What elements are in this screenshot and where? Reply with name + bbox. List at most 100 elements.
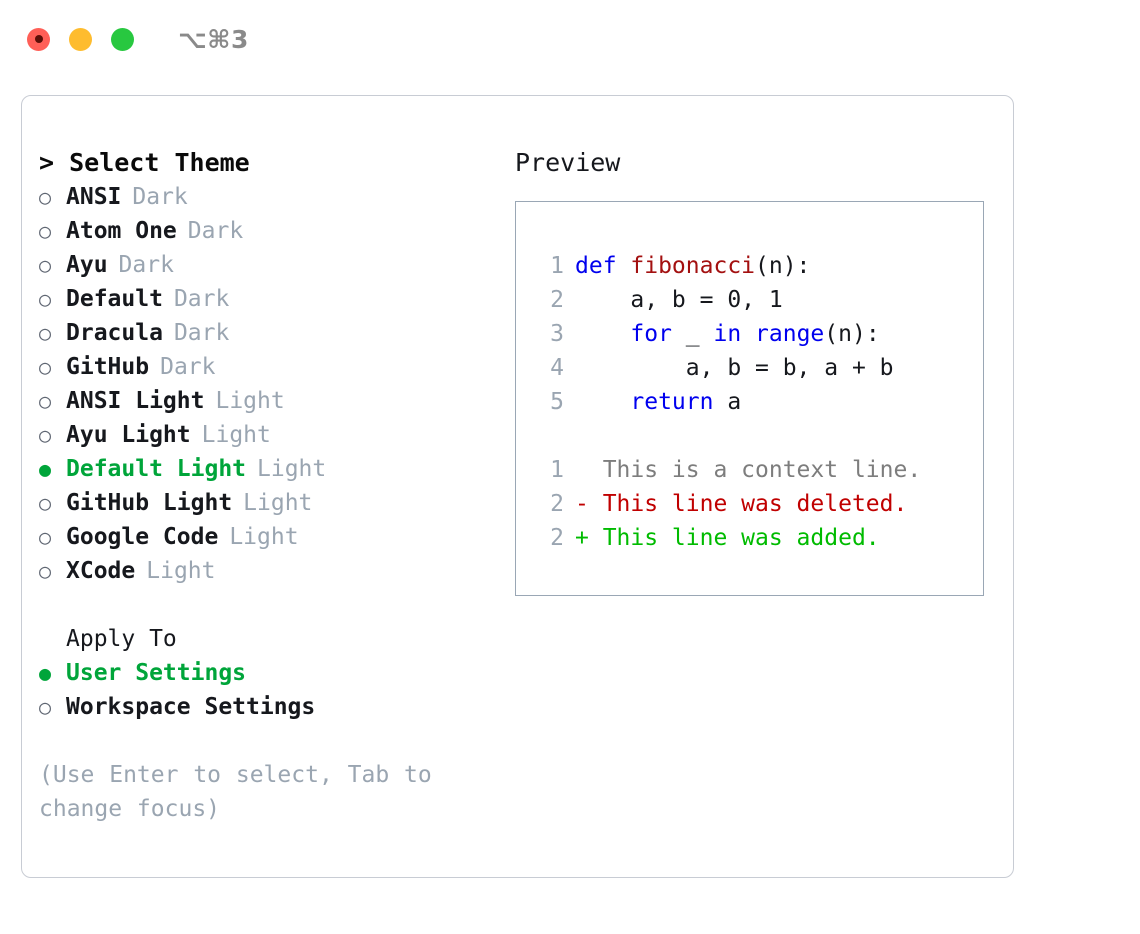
line-content: def fibonacci(n): [575,249,810,283]
theme-variant: Dark [173,320,230,346]
code-token: This is a context line. [575,457,922,483]
line-number: 2 [550,287,564,313]
line-content: a, b = b, a + b [575,351,894,385]
theme-row[interactable]: ○ Default Dark [39,282,502,316]
theme-row[interactable]: ○ XCode Light [39,554,502,588]
theme-row[interactable]: ○ GitHub Light Light [39,486,502,520]
close-icon [34,35,43,43]
radio-unselected-icon[interactable]: ○ [39,355,52,379]
maximize-button[interactable] [111,27,134,51]
radio-unselected-icon[interactable]: ○ [39,695,52,719]
apply-to-option[interactable]: ● User Settings [39,656,502,690]
apply-to-list[interactable]: ● User Settings ○ Workspace Settings [39,656,502,724]
line-content: return a [575,385,741,419]
theme-row[interactable]: ● Default Light Light [39,452,502,486]
apply-to-option-label: Workspace Settings [66,694,316,720]
list-spacer [39,588,502,622]
theme-name: Dracula [66,320,163,346]
radio-unselected-icon[interactable]: ○ [39,559,52,583]
theme-name: Default [66,286,163,312]
theme-row[interactable]: ○ ANSI Light Light [39,384,502,418]
code-line: 3 for _ in range(n): [534,317,983,351]
theme-variant: Light [257,456,327,482]
code-diff-separator [534,419,983,453]
line-content: + This line was added. [575,521,880,555]
theme-variant: Dark [132,184,188,210]
code-token: - This line was deleted. [575,491,908,517]
theme-name: Default Light [66,456,247,482]
diff-line: 2 - This line was deleted. [534,487,983,521]
theme-variant: Light [201,422,271,448]
code-token: + This line was added. [575,525,880,551]
code-token [741,321,755,347]
radio-selected-icon[interactable]: ● [39,457,52,481]
radio-selected-icon[interactable]: ● [39,661,52,685]
diff-sample: 1 This is a context line. 2 - This line wa… [534,453,983,555]
close-button[interactable] [27,27,50,51]
code-token: _ [671,321,714,347]
page-title: > Select Theme [39,148,250,177]
code-token: range [755,321,825,347]
minimize-button[interactable] [69,27,92,51]
preview-title: Preview [515,148,621,177]
theme-row[interactable]: ○ Ayu Dark [39,248,502,282]
theme-variant: Light [215,388,285,414]
code-token: a [713,389,742,415]
theme-name: Ayu [66,252,108,278]
line-number: 2 [550,491,564,517]
radio-unselected-icon[interactable]: ○ [39,423,52,447]
code-line: 5 return a [534,385,983,419]
theme-name: GitHub [66,354,150,380]
line-content: - This line was deleted. [575,487,907,521]
theme-variant: Dark [118,252,174,278]
theme-variant: Dark [173,286,230,312]
apply-to-label: Apply To [66,626,177,652]
theme-row[interactable]: ○ Google Code Light [39,520,502,554]
radio-unselected-icon[interactable]: ○ [39,525,52,549]
radio-unselected-icon[interactable]: ○ [39,219,52,243]
keyboard-hint: (Use Enter to select, Tab to change focu… [39,762,432,822]
theme-variant: Light [229,524,299,550]
radio-unselected-icon[interactable]: ○ [39,389,52,413]
theme-name: GitHub Light [66,490,233,516]
line-content: a, b = 0, 1 [575,283,782,317]
radio-unselected-icon[interactable]: ○ [39,321,52,345]
radio-unselected-icon[interactable]: ○ [39,185,52,209]
apply-to-option-label: User Settings [66,660,247,686]
radio-unselected-icon[interactable]: ○ [39,253,52,277]
radio-unselected-icon[interactable]: ○ [39,287,52,311]
theme-row[interactable]: ○ Dracula Dark [39,316,502,350]
code-token: (n): [755,253,811,279]
line-content: for _ in range(n): [575,317,879,351]
apply-to-option[interactable]: ○ Workspace Settings [39,690,502,724]
theme-variant: Light [146,558,216,584]
code-token: return [630,389,714,415]
theme-name: ANSI Light [66,388,205,414]
keyboard-shortcut-label: ⌥⌘3 [178,24,249,54]
code-token: def [575,253,631,279]
line-content: This is a context line. [575,453,922,487]
code-token: fibonacci [630,253,756,279]
diff-line: 1 This is a context line. [534,453,983,487]
line-number: 1 [550,457,564,483]
diff-line: 2+ This line was added. [534,521,983,555]
code-token [575,321,630,347]
radio-unselected-icon[interactable]: ○ [39,491,52,515]
theme-name: Google Code [66,524,219,550]
theme-variant: Light [243,490,313,516]
window-controls [27,27,134,51]
theme-name: XCode [66,558,136,584]
code-token [575,389,630,415]
